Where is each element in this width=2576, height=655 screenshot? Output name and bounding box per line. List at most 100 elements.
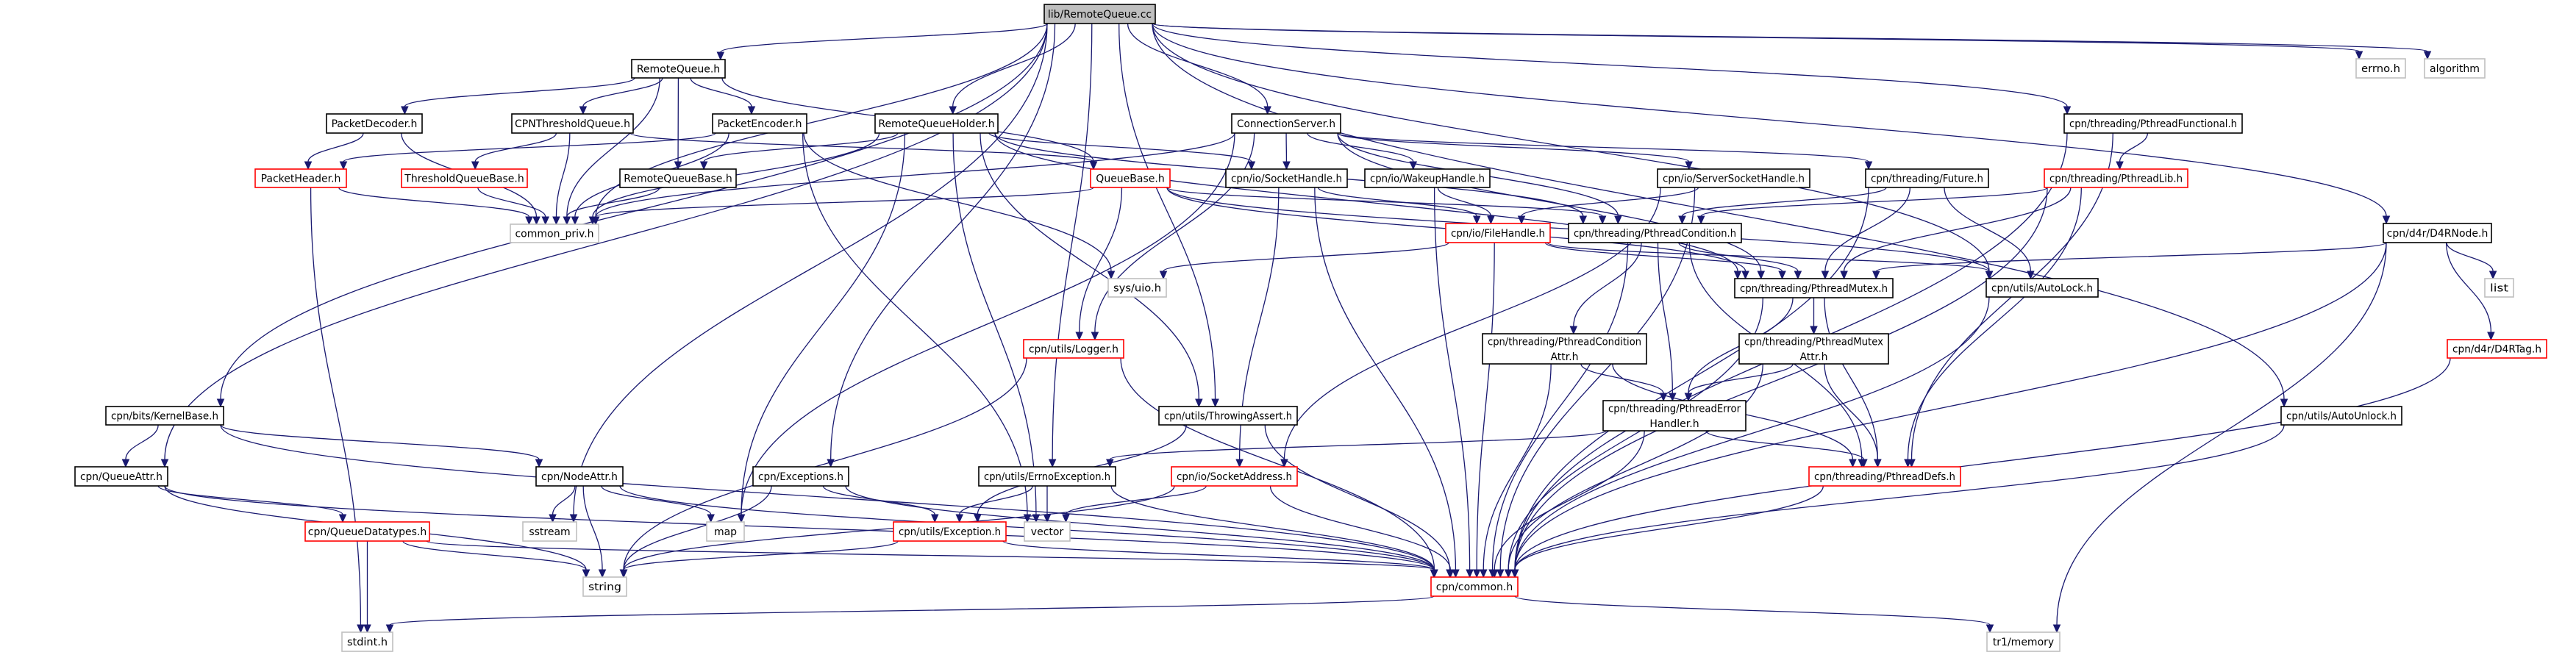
dependency-edge	[402, 540, 591, 579]
edge-line	[1824, 363, 1878, 460]
edge-line	[1094, 132, 1255, 333]
node-label: cpn/QueueDatatypes.h	[308, 526, 427, 538]
graph-node-cpn-utils-exception-h[interactable]: cpn/utils/Exception.h	[893, 521, 1007, 542]
edge-line	[582, 77, 663, 107]
edge-line	[573, 23, 1048, 515]
dependency-edge	[121, 424, 159, 468]
edge-line	[1544, 242, 1783, 272]
graph-node-cpn-threading-pthreadmutex-h[interactable]: cpn/threading/PthreadMutex.h	[1734, 278, 1894, 298]
graph-node-cpn-utils-autolock-h[interactable]: cpn/utils/AutoLock.h	[1985, 278, 2099, 298]
node-label: cpn/threading/PthreadLib.h	[2049, 173, 2183, 185]
graph-node-cpn-d4r-d4rnode-h[interactable]: cpn/d4r/D4RNode.h	[2383, 223, 2492, 243]
graph-node-cpn-io-socketaddress-h[interactable]: cpn/io/SocketAddress.h	[1171, 466, 1298, 487]
graph-node-cpn-utils-throwingassert-h[interactable]: cpn/utils/ThrowingAssert.h	[1158, 406, 1298, 426]
edge-line	[1118, 23, 1216, 400]
dependency-edge	[1514, 595, 1994, 634]
graph-node-cpn-threading-future-h[interactable]: cpn/threading/Future.h	[1865, 168, 1989, 188]
dependency-edge	[1510, 187, 2048, 579]
arrowhead-icon	[1446, 569, 1455, 579]
graph-node-cpn-nodeattr-h[interactable]: cpn/NodeAttr.h	[535, 466, 624, 487]
node-label: cpn/threading/PthreadFunctional.h	[2069, 118, 2237, 130]
node-box	[2063, 113, 2243, 134]
edge-line	[623, 540, 899, 570]
node-box	[510, 223, 599, 243]
dependency-edge	[1510, 357, 2451, 579]
graph-node-cpn-exceptions-h[interactable]: cpn/Exceptions.h	[752, 466, 849, 487]
arrowhead-icon	[1864, 161, 1873, 171]
arrowhead-icon	[1504, 569, 1513, 579]
edge-line	[1052, 23, 1093, 460]
graph-node-cpn-queuedatatypes-h[interactable]: cpn/QueueDatatypes.h	[304, 521, 430, 542]
graph-node-packetencoder-h[interactable]: PacketEncoder.h	[712, 113, 807, 134]
edge-line	[1269, 485, 1451, 570]
dependency-edge	[1510, 485, 1824, 579]
graph-node-map: map	[706, 521, 745, 542]
arrowhead-icon	[401, 106, 409, 115]
node-label: cpn/Exceptions.h	[758, 471, 843, 483]
dependency-edge	[2446, 242, 2495, 341]
edge-line	[402, 540, 587, 570]
graph-node-queuebase-h[interactable]: QueueBase.h	[1090, 168, 1171, 188]
graph-node-cpn-threading-pthreadfunctional-h[interactable]: cpn/threading/PthreadFunctional.h	[2063, 113, 2243, 134]
edge-line	[803, 132, 1112, 272]
graph-node-cpn-io-wakeuphandle-h[interactable]: cpn/io/WakeupHandle.h	[1364, 168, 1491, 188]
edge-line	[1483, 363, 1552, 570]
arrowhead-icon	[338, 514, 347, 523]
node-label: cpn/utils/AutoLock.h	[1991, 283, 2093, 295]
graph-node-cpn-io-sockethandle-h[interactable]: cpn/io/SocketHandle.h	[1225, 168, 1348, 188]
edge-line	[1514, 485, 1824, 570]
graph-node-cpn-io-serversockethandle-h[interactable]: cpn/io/ServerSocketHandle.h	[1657, 168, 1810, 188]
edge-line	[1494, 430, 1645, 570]
graph-node-cpn-utils-autounlock-h[interactable]: cpn/utils/AutoUnlock.h	[2280, 406, 2402, 426]
edge-line	[1079, 187, 1123, 333]
graph-node-cpn-io-filehandle-h[interactable]: cpn/io/FileHandle.h	[1445, 223, 1551, 243]
graph-node-cpn-utils-logger-h[interactable]: cpn/utils/Logger.h	[1023, 339, 1124, 359]
node-box	[1568, 223, 1742, 243]
graph-node-remotequeuebase-h[interactable]: RemoteQueueBase.h	[619, 168, 737, 188]
graph-node-thresholdqueuebase-h[interactable]: ThresholdQueueBase.h	[401, 168, 528, 188]
graph-node-connectionserver-h[interactable]: ConnectionServer.h	[1231, 113, 1341, 134]
graph-node-cpn-queueattr-h[interactable]: cpn/QueueAttr.h	[74, 466, 168, 487]
graph-node-packetheader-h[interactable]: PacketHeader.h	[254, 168, 347, 188]
dependency-edge	[1152, 23, 2363, 60]
graph-node-cpnthresholdqueue-h[interactable]: CPNThresholdQueue.h	[511, 113, 634, 134]
node-box	[1158, 406, 1298, 426]
edge-line	[566, 77, 660, 218]
graph-node-cpn-threading-pthreaddefs-h[interactable]: cpn/threading/PthreadDefs.h	[1808, 466, 1961, 487]
graph-node-cpn-common-h[interactable]: cpn/common.h	[1430, 576, 1519, 597]
graph-node-remotequeueholder-h[interactable]: RemoteQueueHolder.h	[874, 113, 999, 134]
graph-node-lib-remotequeue-cc[interactable]: lib/RemoteQueue.cc	[1043, 4, 1156, 24]
edge-line	[1907, 187, 2082, 460]
arrowhead-icon	[974, 514, 982, 523]
node-label: cpn/io/SocketHandle.h	[1231, 173, 1342, 185]
dependency-edge	[1337, 132, 1766, 280]
graph-node-cpn-threading-pthreadcondition-h[interactable]: cpn/threading/PthreadCondition.h	[1568, 223, 1742, 243]
dependency-edge	[1152, 23, 2432, 60]
graph-node-packetdecoder-h[interactable]: PacketDecoder.h	[326, 113, 423, 134]
arrowhead-icon	[1794, 271, 1802, 280]
graph-node-sys-uio-h: sys/uio.h	[1107, 278, 1167, 298]
graph-node-cpn-bits-kernelbase-h[interactable]: cpn/bits/KernelBase.h	[105, 406, 224, 426]
edge-line	[988, 132, 1252, 162]
node-label: cpn/bits/KernelBase.h	[111, 411, 218, 423]
arrowhead-icon	[1598, 215, 1607, 225]
graph-node-cpn-d4r-d4rtag-h[interactable]: cpn/d4r/D4RTag.h	[2447, 339, 2547, 359]
node-label: tr1/memory	[1993, 637, 2054, 648]
node-box	[2355, 58, 2406, 79]
dependency-edge	[304, 132, 364, 171]
graph-node-cpn-utils-errnoexception-h[interactable]: cpn/utils/ErrnoException.h	[978, 466, 1116, 487]
edge-line	[404, 77, 635, 107]
graph-node-remotequeue-h[interactable]: RemoteQueue.h	[631, 59, 726, 79]
node-box	[1865, 168, 1989, 188]
dependency-edge	[563, 187, 660, 226]
arrowhead-icon	[1089, 161, 1098, 171]
dependency-edge	[426, 540, 1438, 579]
graph-node-cpn-threading-pthreadlib-h[interactable]: cpn/threading/PthreadLib.h	[2044, 168, 2188, 188]
dependency-edge	[1657, 242, 1677, 402]
edge-line	[1109, 430, 1607, 460]
edge-line	[741, 132, 1235, 515]
edge-line	[802, 132, 1028, 515]
